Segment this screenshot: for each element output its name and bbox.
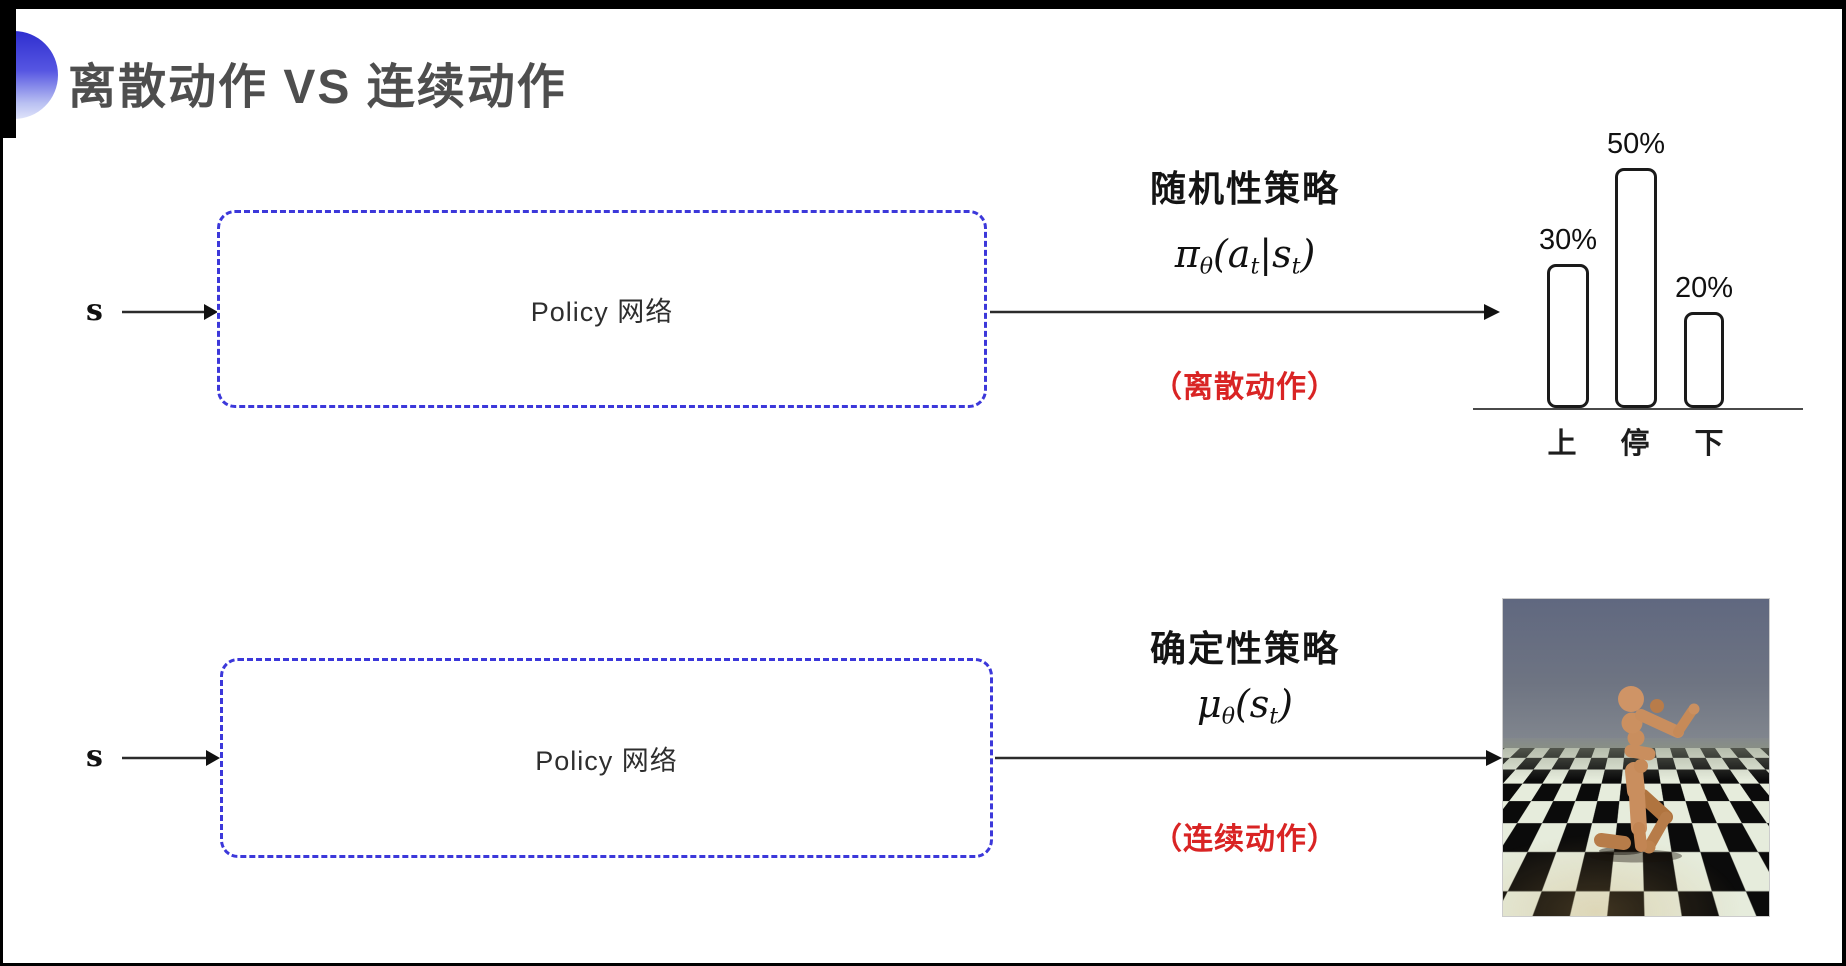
policy-network-box-row1: Policy 网络	[217, 210, 987, 408]
deterministic-policy-formula: μθ(st)	[1095, 682, 1395, 730]
bar-down	[1684, 312, 1724, 408]
output-arrow-row2	[995, 746, 1502, 770]
bar-value-label: 50%	[1607, 128, 1665, 161]
formula-open-s: (s	[1235, 682, 1269, 726]
discrete-action-note: （离散动作）	[1085, 362, 1405, 406]
state-input-label-row1: s	[86, 293, 103, 328]
bar-stop	[1615, 168, 1657, 408]
formula-theta-sub: θ	[1222, 705, 1235, 730]
formula-a-t-sub: t	[1250, 255, 1259, 280]
input-arrow-row1	[122, 300, 218, 324]
continuous-action-note: （连续动作）	[1085, 814, 1405, 858]
bar-up	[1547, 264, 1589, 408]
formula-s-t-sub: t	[1269, 705, 1278, 730]
formula-close: )	[1278, 682, 1293, 726]
bar-value-label: 20%	[1675, 272, 1733, 305]
policy-network-label-row1: Policy 网络	[531, 290, 674, 329]
policy-type-deterministic: 确定性策略	[1095, 620, 1395, 672]
letterbox-right	[1842, 0, 1846, 966]
letterbox-top	[0, 0, 1846, 9]
formula-mu: μ	[1197, 682, 1222, 726]
category-label-stop: 停	[1595, 420, 1675, 462]
output-arrow-row1	[990, 300, 1500, 324]
policy-type-stochastic: 随机性策略	[1095, 160, 1395, 212]
bar-value-label: 30%	[1539, 224, 1597, 257]
category-label-down: 下	[1669, 420, 1749, 462]
category-label-up: 上	[1522, 420, 1602, 462]
bar-column-down: 20%	[1659, 272, 1749, 408]
page-title: 离散动作 VS 连续动作	[68, 47, 567, 117]
chart-baseline	[1473, 408, 1803, 410]
formula-close: )	[1300, 232, 1315, 276]
formula-open-a: (a	[1213, 232, 1250, 276]
letterbox-left	[0, 0, 3, 966]
formula-pi: π	[1175, 232, 1200, 276]
formula-bar-s: |s	[1259, 232, 1291, 276]
humanoid-simulation-image	[1502, 598, 1770, 917]
humanoid-robot-figure	[1503, 599, 1770, 917]
state-input-label-row2: s	[86, 739, 103, 774]
formula-theta-sub: θ	[1200, 255, 1213, 280]
policy-network-label-row2: Policy 网络	[535, 739, 678, 778]
policy-network-box-row2: Policy 网络	[220, 658, 993, 858]
stochastic-policy-formula: πθ(at|st)	[1095, 232, 1395, 280]
input-arrow-row2	[122, 746, 220, 770]
